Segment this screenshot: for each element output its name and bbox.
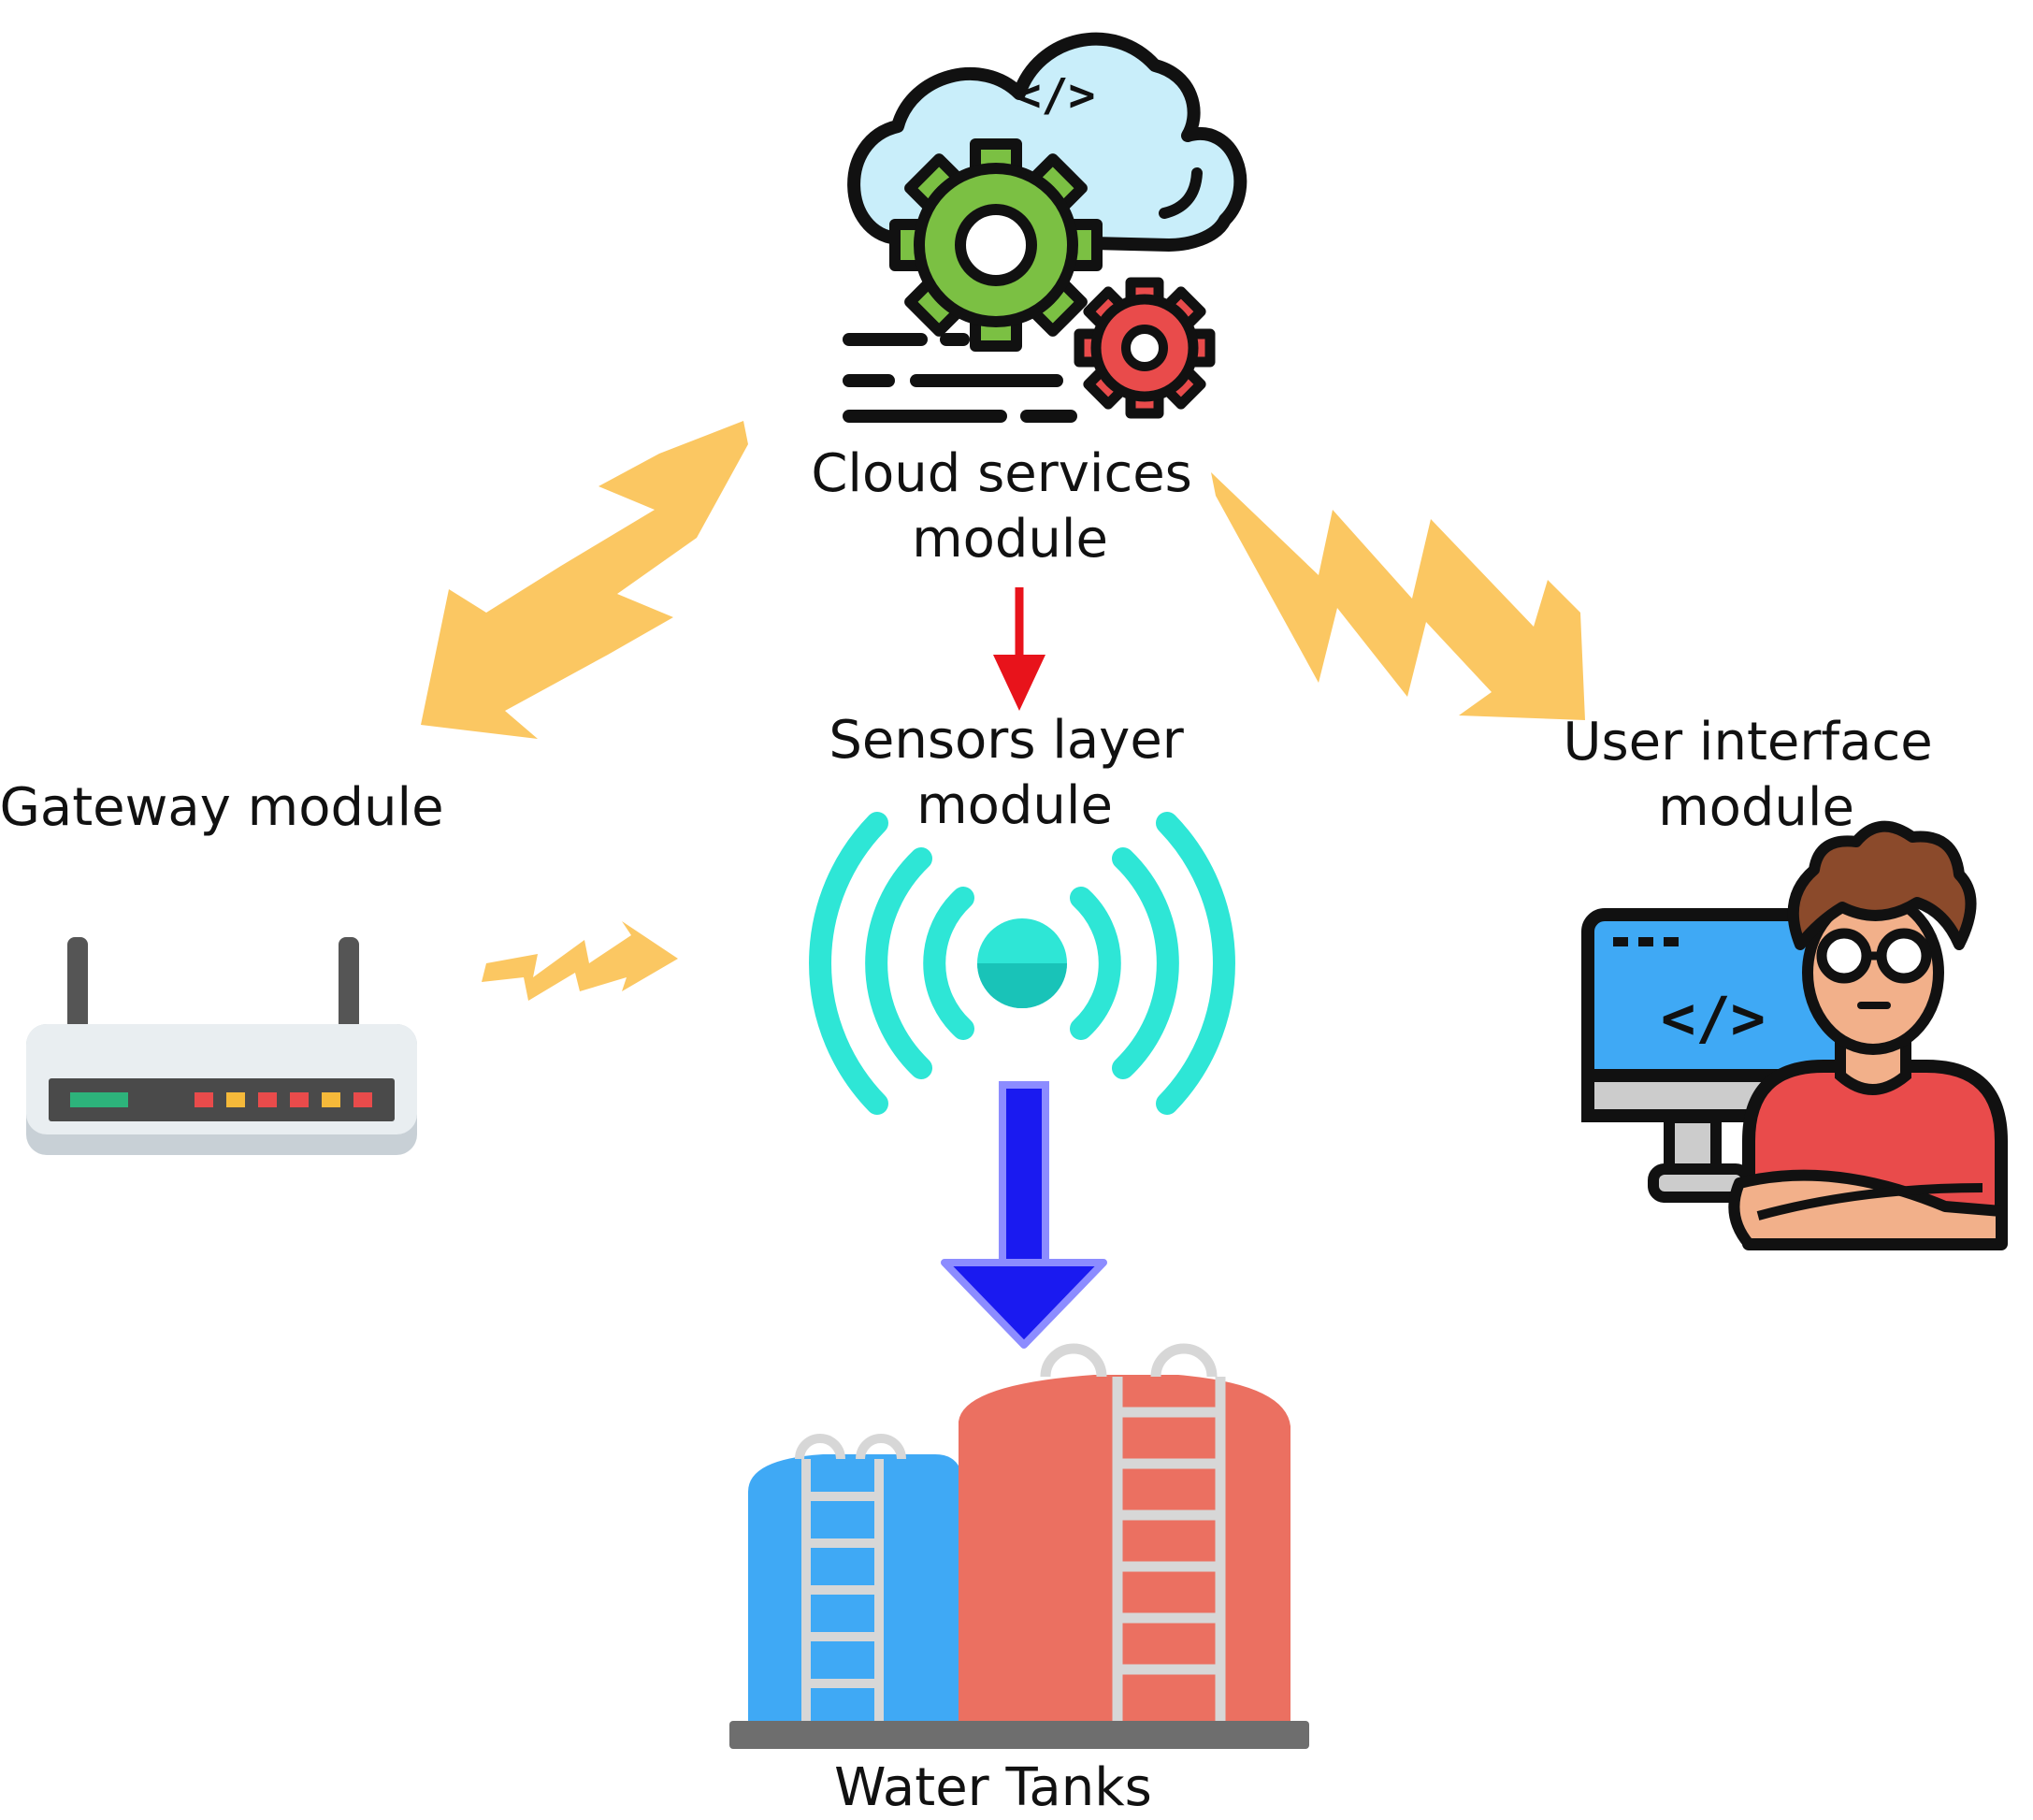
wireless-link-to-user-interface (1211, 472, 1585, 720)
user-interface-label: User interface module (1563, 712, 1949, 838)
red-arrow-cloud-to-sensors (993, 587, 1045, 711)
tanks-label-line1: Water Tanks (834, 1757, 1152, 1818)
cloud-services-label: Cloud services module (811, 443, 1208, 570)
water-tanks-icon (729, 1343, 1309, 1749)
gateway-module-label: Gateway module (0, 777, 444, 838)
svg-text:</>: </> (1015, 69, 1096, 122)
gateway-label-line1: Gateway module (0, 777, 444, 838)
blue-arrow-sensors-to-tanks (941, 1081, 1107, 1349)
cloud-label-line2: module (912, 509, 1108, 570)
wireless-signal-icon (809, 812, 1235, 1115)
cloud-gears-icon: </> (843, 32, 1247, 423)
svg-text:</>: </> (1661, 984, 1766, 1052)
cloud-label-line1: Cloud services (811, 443, 1192, 504)
wireless-link-to-gateway (421, 421, 748, 739)
ui-label-line2: module (1658, 777, 1854, 838)
sensors-layer-label: Sensors layer module (829, 710, 1200, 836)
water-tanks-label: Water Tanks (834, 1757, 1152, 1818)
wifi-router-icon (26, 937, 417, 1155)
developer-at-computer-icon: </> (1581, 820, 2008, 1250)
sensors-label-line2: module (916, 775, 1113, 836)
wireless-link-gateway-to-sensors (482, 921, 678, 1001)
ui-label-line1: User interface (1563, 712, 1932, 773)
sensors-label-line1: Sensors layer (829, 710, 1184, 771)
